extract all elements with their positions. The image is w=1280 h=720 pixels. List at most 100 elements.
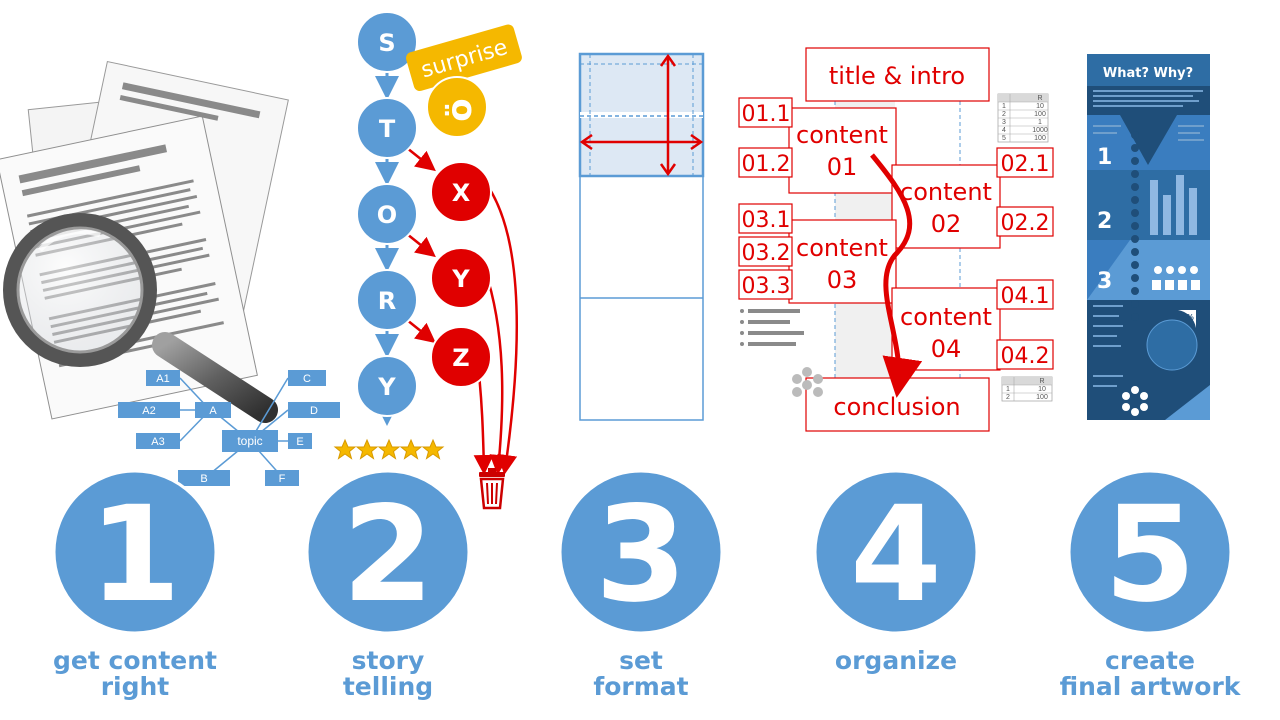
mindmap: A1 A2 A3 A topic B C D E F [118,370,340,486]
step-1-number: 1 [89,478,181,632]
svg-text:R: R [1037,95,1042,102]
magnifier-icon [3,213,278,423]
step4-illustration: title & intro content 01 content 02 cont… [738,47,1054,432]
svg-text:100: 100 [1036,394,1048,401]
mindmap-node-a2: A2 [142,405,155,417]
title-intro-box: title & intro [829,62,965,90]
step-4-label-line1: organize [834,646,958,675]
poster-title: What? Why? [1103,66,1193,81]
step-1-label-line2: right [100,672,170,701]
svg-text:100: 100 [1034,135,1046,142]
sub-label-03-2: 03.2 [742,241,791,266]
trash-icon [479,468,505,510]
step-4-circle [813,469,979,635]
data-table-1: R 1 10 2 100 3 1 4 1000 5 100 [997,93,1049,143]
story-letter-circles: S T O R Y [356,11,418,417]
content-04-label: content [900,303,992,331]
mindmap-node-f: F [279,473,286,485]
step-5-label-line2: final artwork [1059,672,1241,701]
bullet-list-icon [740,309,804,346]
step-3-circle [558,469,724,635]
mindmap-node-a1: A1 [156,373,169,385]
discarded-letter-circles: X Y Z [430,161,492,388]
mindmap-node-c: C [303,373,311,385]
step-1-label: get content right [15,648,255,700]
sub-label-01-1: 01.1 [742,102,791,127]
step-5-label-line1: create [1105,646,1195,675]
step-5-number: 5 [1104,478,1196,632]
svg-text:10: 10 [1038,386,1046,393]
discarded-letter-z: Z [452,344,469,372]
svg-text:2: 2 [1006,394,1010,401]
step-1-label-line1: get content [53,646,217,675]
step-3-label-line2: format [593,672,689,701]
step-3-label: set format [521,648,761,700]
infographic-poster-thumbnail: What? Why? 1 2 3 [1087,54,1210,420]
step-2-label-line2: telling [342,672,434,701]
discarded-letter-y: Y [451,265,470,293]
poster-number-3: 3 [1097,269,1112,294]
sub-label-01-2: 01.2 [742,152,791,177]
svg-text:100: 100 [1034,111,1046,118]
mindmap-node-b: B [200,473,207,485]
step-1-circle [52,469,218,635]
content-01-label: content [796,121,888,149]
mindmap-node-a: A [209,405,217,417]
step-5-label: create final artwork [1030,648,1270,700]
step3-illustration [578,52,705,421]
svg-text:3: 3 [1002,119,1006,126]
svg-text:1000: 1000 [1032,127,1048,134]
story-letter-t: T [379,115,396,143]
story-letter-s: S [378,29,395,57]
story-letter-o: O [377,201,397,229]
content-01-number: 01 [827,153,858,181]
mindmap-node-d: D [310,405,318,417]
poster-number-2: 2 [1097,209,1112,234]
step-2-circle [305,469,471,635]
sub-label-03-1: 03.1 [742,208,791,233]
sub-label-02-2: 02.2 [1001,211,1050,236]
content-04-number: 04 [931,335,962,363]
svg-text:10: 10 [1036,103,1044,110]
sub-label-02-1: 02.1 [1001,152,1050,177]
step-4-number: 4 [850,478,942,632]
step5-illustration: What? Why? 1 2 3 [1087,54,1210,420]
svg-text:1: 1 [1038,119,1042,126]
page-format-layout [578,52,705,421]
surprise-face: ö [440,98,480,121]
step1-illustration: A1 A2 A3 A topic B C D E F [0,60,340,486]
content-02-number: 02 [931,210,962,238]
svg-text:1: 1 [1006,386,1010,393]
step-3-number: 3 [595,478,687,632]
step2-illustration: S T O R Y X Y Z surprise ö [333,11,522,510]
svg-text:1: 1 [1002,103,1006,110]
step-4-label: organize [776,648,1016,674]
mindmap-node-a3: A3 [151,436,164,448]
sub-label-04-1: 04.1 [1001,284,1050,309]
sub-label-03-3: 03.3 [742,274,791,299]
svg-text:2: 2 [1002,111,1006,118]
dot-cluster-icon [792,367,823,397]
poster-percent: 8% [1182,313,1194,322]
discarded-letter-x: X [452,179,471,207]
step-2-number: 2 [342,478,434,632]
story-letter-r: R [378,287,396,315]
content-02-label: content [900,178,992,206]
svg-text:4: 4 [1002,127,1006,134]
rating-stars-icon [333,438,445,460]
content-03-label: content [796,234,888,262]
poster-number-1: 1 [1097,145,1112,170]
svg-text:R: R [1039,378,1044,385]
step-2-label-line1: story [351,646,425,675]
step-circles: 1 2 3 4 5 [52,469,1233,635]
step-3-label-line1: set [619,646,663,675]
content-03-number: 03 [827,266,858,294]
story-letter-y: Y [377,373,396,401]
step-2-label: story telling [268,648,508,700]
sub-label-04-2: 04.2 [1001,344,1050,369]
surprise-face-icon: ö [426,76,488,138]
step-5-circle [1067,469,1233,635]
mindmap-node-topic: topic [237,434,262,448]
svg-text:5: 5 [1002,135,1006,142]
